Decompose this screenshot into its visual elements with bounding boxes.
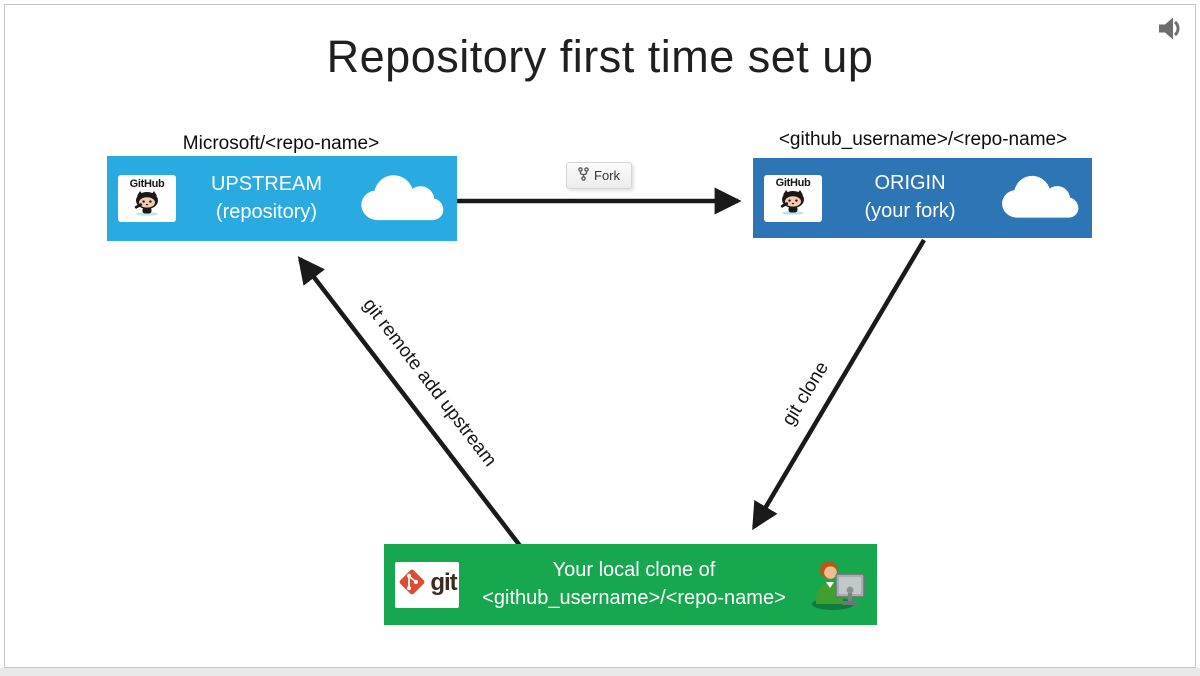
window-bottom-strip [0,668,1200,676]
origin-node: GitHub O [753,158,1092,238]
slide-title: Repository first time set up [326,31,874,82]
upstream-repo-label: Microsoft/<repo-name> [182,133,380,154]
github-logo-text: GitHub [129,177,165,190]
fork-button-label: Fork [594,168,620,183]
github-logo: GitHub [764,174,822,222]
repo-fork-icon [578,167,589,184]
git-logo-text: git [430,569,457,596]
github-octocat-icon [776,189,810,220]
upstream-line1: UPSTREAM [210,172,323,195]
git-clone-label: git clone [778,358,834,430]
upstream-node: GitHub U [107,156,457,241]
upstream-line2: (repository) [215,200,318,223]
speaker-audio-icon[interactable] [1157,15,1184,42]
git-logo-icon [397,567,427,602]
origin-line1: ORIGIN [874,172,946,195]
origin-line2: (your fork) [864,200,956,222]
origin-repo-label: <github_username>/<repo-name> [778,129,1068,150]
slide: Repository first time set up Microsoft/<… [4,4,1196,668]
cloud-icon [998,171,1080,225]
cloud-icon [357,170,445,228]
local-line1: Your local clone of [552,558,716,581]
github-octocat-icon [130,190,164,221]
fork-button: Fork [566,162,632,189]
github-logo: GitHub [118,175,176,222]
local-line2: <github_username>/<repo-name> [482,586,786,609]
github-logo-text: GitHub [775,177,811,189]
person-at-computer-icon [809,557,867,613]
local-clone-text: Your local clone of <github_username>/<r… [459,557,809,612]
origin-node-text: ORIGIN (your fork) [822,170,998,225]
git-logo: git [395,561,459,608]
local-clone-node: git Your local clone of <github_username… [384,544,877,625]
remote-add-upstream-arrow [297,256,523,549]
remote-add-upstream-label: git remote add upstream [358,294,501,471]
git-clone-arrow [752,238,926,531]
upstream-node-text: UPSTREAM (repository) [176,171,357,226]
